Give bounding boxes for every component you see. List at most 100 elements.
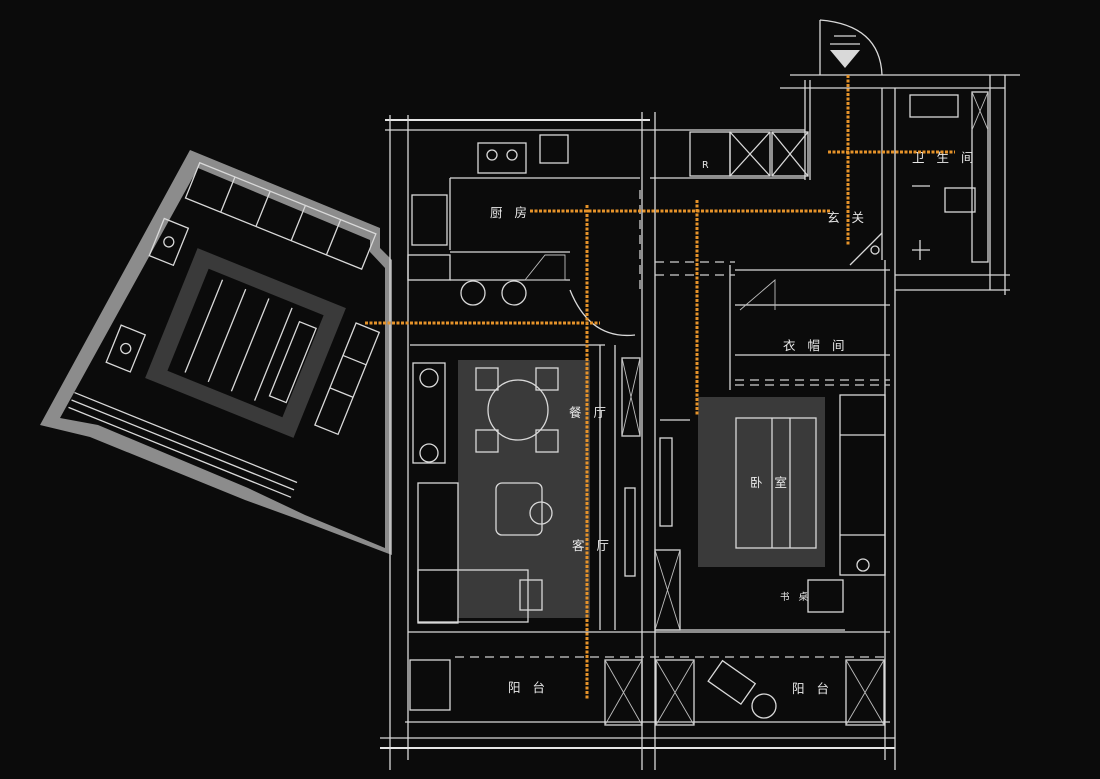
master-bed-inner	[167, 268, 324, 418]
cabinet-x	[729, 131, 771, 177]
bedroom-rug	[698, 397, 825, 567]
tv-cabinet	[621, 357, 641, 437]
cabinet-cross	[729, 131, 771, 177]
living-dining: 餐 厅 客 厅	[412, 357, 641, 624]
entrance-marker	[830, 50, 860, 68]
chair	[535, 367, 559, 391]
kitchen-door-swing	[569, 289, 636, 337]
main-walls	[380, 74, 1020, 770]
burner-icon	[506, 149, 518, 161]
label-living: 客 厅	[572, 538, 613, 553]
label-dining: 餐 厅	[569, 405, 610, 420]
bathtub	[909, 94, 959, 118]
bath-cabinet	[971, 91, 989, 263]
shelf-panel	[659, 437, 673, 527]
door-swing	[819, 19, 883, 76]
window-line	[68, 406, 292, 498]
bathroom: 卫 生 间	[909, 91, 989, 263]
bed-pillow	[268, 320, 317, 404]
bed-line	[230, 298, 270, 392]
label-bedroom: 卧 室	[750, 475, 791, 490]
sofa-chaise	[417, 569, 529, 623]
entrance-door	[819, 19, 883, 76]
desk-cabinet	[314, 322, 381, 436]
bed-line	[184, 279, 224, 373]
wardrobe	[839, 394, 886, 576]
washing-machine	[409, 659, 451, 711]
master-bedroom-block	[40, 150, 392, 555]
balcony-cabinet	[604, 659, 643, 726]
label-kitchen: 厨 房	[490, 205, 531, 220]
cabinet-x	[604, 659, 643, 726]
cabinet-x	[845, 659, 885, 726]
stove	[477, 142, 527, 174]
sofa-back	[417, 482, 459, 624]
dimension-lines	[365, 75, 955, 700]
bar-stool-icon	[501, 280, 527, 306]
balcony-cabinet	[655, 659, 695, 726]
foyer: 玄 关	[827, 210, 883, 266]
bedroom: 卧 室 书 桌	[654, 394, 886, 631]
cabinet-divider	[342, 354, 367, 366]
cabinet-x	[971, 91, 989, 131]
balcony-stool	[751, 693, 777, 719]
dining-table	[487, 379, 549, 441]
wardrobe-divider	[255, 190, 271, 227]
label-foyer: 玄 关	[827, 210, 868, 225]
cabinet-x	[654, 549, 681, 631]
tv	[624, 487, 636, 577]
lamp-icon	[856, 558, 870, 572]
wardrobe-divider	[325, 219, 342, 256]
chair	[535, 429, 559, 453]
toilet	[944, 187, 976, 213]
label-balcony-right: 阳 台	[792, 681, 833, 696]
bed	[735, 417, 817, 549]
wardrobe-divider	[290, 205, 307, 241]
sink	[539, 134, 569, 164]
lamp-icon	[163, 236, 175, 248]
label-bathroom: 卫 生 间	[912, 150, 977, 165]
lamp-icon	[419, 368, 439, 388]
hallway-cabinets: R	[689, 131, 809, 177]
balcony-cabinet	[845, 659, 885, 726]
ottoman	[519, 579, 543, 611]
fridge	[411, 194, 448, 246]
burner-icon	[486, 149, 498, 161]
dining-chairs	[475, 367, 559, 453]
cabinet-x	[771, 131, 809, 177]
window-line	[74, 391, 298, 484]
kitchen: 厨 房	[407, 134, 640, 337]
cabinet-cross	[771, 131, 809, 177]
bar-stool-icon	[460, 280, 486, 306]
armchair	[495, 482, 543, 536]
cloakroom: 衣 帽 间	[729, 265, 890, 390]
hanger	[739, 279, 776, 311]
window-line	[71, 399, 295, 491]
light-icon	[870, 245, 880, 255]
bed-line	[207, 288, 247, 383]
chair	[475, 429, 499, 453]
cabinet-divider	[329, 387, 354, 398]
label-cloakroom: 衣 帽 间	[783, 338, 848, 353]
lounge-chair	[707, 659, 757, 706]
label-desk: 书 桌	[780, 591, 811, 603]
bed-line	[254, 307, 293, 401]
chair	[475, 367, 499, 391]
cabinet-x	[621, 357, 641, 437]
interior-lines	[410, 190, 890, 631]
label-balcony-left: 阳 台	[508, 680, 549, 695]
wardrobe	[184, 161, 377, 270]
foyer-door	[849, 232, 883, 266]
nightstand	[148, 217, 190, 267]
lamp-icon	[419, 443, 439, 463]
desk	[807, 579, 844, 613]
sideboard	[412, 362, 446, 464]
rug	[458, 360, 590, 618]
cabinet-mark: R	[702, 160, 712, 171]
balconies: 阳 台 阳 台	[408, 631, 890, 726]
kitchen-cabinet	[407, 254, 451, 281]
lamp-icon	[120, 342, 132, 355]
wardrobe-divider	[220, 176, 236, 213]
